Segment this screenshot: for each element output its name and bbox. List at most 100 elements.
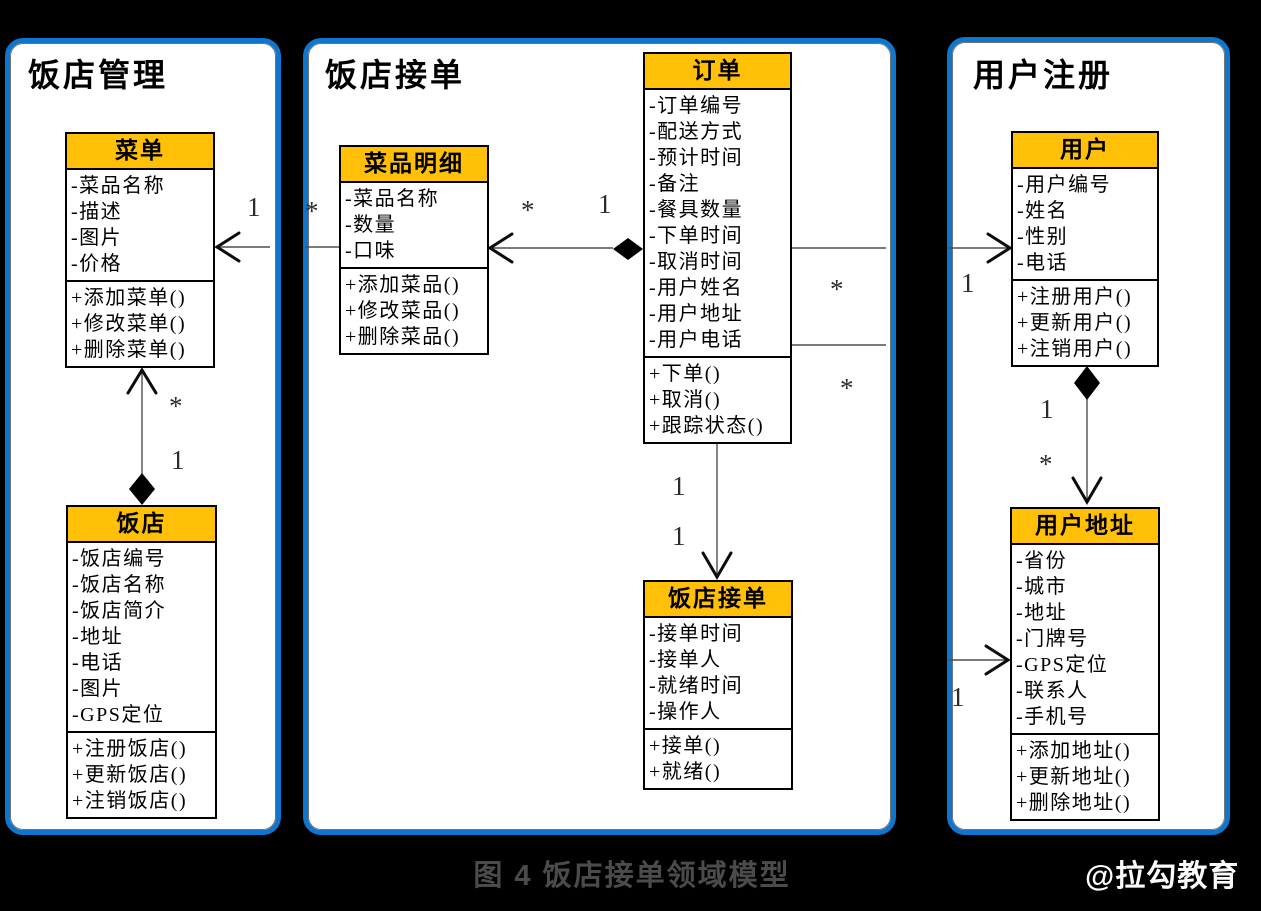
class-restaurant-accept-order: 饭店接单 -接单时间 -接单人 -就绪时间 -操作人 +接单() +就绪() bbox=[643, 580, 793, 790]
attribute: -用户编号 bbox=[1017, 174, 1112, 196]
arrowhead-into-accept-icon bbox=[701, 551, 733, 580]
attribute: -接单人 bbox=[649, 649, 722, 671]
attribute: -地址 bbox=[1016, 602, 1068, 624]
attribute: -菜品名称 bbox=[345, 188, 440, 210]
attribute: -下单时间 bbox=[649, 225, 744, 247]
attribute: -菜品名称 bbox=[71, 175, 166, 197]
attribute: -价格 bbox=[71, 253, 123, 275]
attribute: -用户电话 bbox=[649, 329, 744, 351]
class-user: 用户 -用户编号 -姓名 -性别 -电话 +注册用户() +更新用户() +注销… bbox=[1011, 131, 1159, 367]
attribute: -门牌号 bbox=[1016, 628, 1089, 650]
attribute: -手机号 bbox=[1016, 706, 1089, 728]
attribute: -口味 bbox=[345, 240, 397, 262]
attribute: -饭店编号 bbox=[72, 548, 167, 570]
method: +更新饭店() bbox=[72, 764, 188, 786]
method: +更新用户() bbox=[1017, 312, 1133, 334]
attribute: -姓名 bbox=[1017, 200, 1069, 222]
multiplicity-label: * bbox=[169, 391, 183, 421]
multiplicity-label: 1 bbox=[961, 268, 975, 298]
attribute: -GPS定位 bbox=[1016, 654, 1109, 676]
attribute: -配送方式 bbox=[649, 121, 744, 143]
multiplicity-label: * bbox=[840, 373, 854, 403]
panel-title-user-registration: 用户注册 bbox=[973, 57, 1114, 93]
attribute: -备注 bbox=[649, 173, 701, 195]
multiplicity-label: 1 bbox=[672, 521, 686, 551]
method: +添加地址() bbox=[1016, 740, 1132, 762]
arrowhead-into-menu-icon bbox=[214, 231, 241, 263]
class-user-address: 用户地址 -省份 -城市 -地址 -门牌号 -GPS定位 -联系人 -手机号 +… bbox=[1010, 507, 1160, 821]
attribute: -就绪时间 bbox=[649, 675, 744, 697]
aggregation-diamond-order-icon bbox=[613, 238, 643, 260]
multiplicity-label: * bbox=[521, 195, 535, 225]
assoc-order-useraddress-line bbox=[792, 344, 1007, 661]
class-order-title: 订单 bbox=[645, 54, 790, 90]
attribute: -用户地址 bbox=[649, 303, 744, 325]
class-restaurant-methods: +注册饭店() +更新饭店() +注销饭店() bbox=[68, 731, 215, 817]
attribute: -联系人 bbox=[1016, 680, 1089, 702]
method: +取消() bbox=[649, 389, 722, 411]
class-order-methods: +下单() +取消() +跟踪状态() bbox=[645, 356, 790, 442]
attribute: -电话 bbox=[1017, 252, 1069, 274]
class-menu-attributes: -菜品名称 -描述 -图片 -价格 bbox=[67, 170, 213, 280]
class-user-address-attributes: -省份 -城市 -地址 -门牌号 -GPS定位 -联系人 -手机号 bbox=[1012, 545, 1158, 733]
attribute: -图片 bbox=[71, 227, 123, 249]
multiplicity-label: * bbox=[830, 274, 844, 304]
figure-caption: 图 4 饭店接单领域模型 bbox=[473, 860, 791, 892]
method: +接单() bbox=[649, 735, 722, 757]
attribute: -预计时间 bbox=[649, 147, 744, 169]
arrowhead-into-useraddress-icon bbox=[984, 644, 1011, 676]
class-restaurant-accept-order-attributes: -接单时间 -接单人 -就绪时间 -操作人 bbox=[645, 618, 791, 728]
class-restaurant-title: 饭店 bbox=[68, 507, 215, 543]
class-menu: 菜单 -菜品名称 -描述 -图片 -价格 +添加菜单() +修改菜单() +删除… bbox=[65, 132, 215, 368]
class-menu-methods: +添加菜单() +修改菜单() +删除菜单() bbox=[67, 280, 213, 366]
aggregation-diamond-restaurant-icon bbox=[129, 473, 155, 505]
method: +注册用户() bbox=[1017, 286, 1133, 308]
multiplicity-label: * bbox=[305, 196, 319, 226]
class-user-address-title: 用户地址 bbox=[1012, 509, 1158, 545]
class-dish-detail: 菜品明细 -菜品名称 -数量 -口味 +添加菜品() +修改菜品() +删除菜品… bbox=[339, 145, 489, 355]
attribute: -图片 bbox=[72, 678, 124, 700]
attribute: -餐具数量 bbox=[649, 199, 744, 221]
class-order-attributes: -订单编号 -配送方式 -预计时间 -备注 -餐具数量 -下单时间 -取消时间 … bbox=[645, 90, 790, 356]
multiplicity-label: 1 bbox=[951, 682, 965, 712]
method: +注册饭店() bbox=[72, 738, 188, 760]
class-dish-detail-title: 菜品明细 bbox=[341, 147, 487, 183]
class-user-title: 用户 bbox=[1013, 133, 1157, 169]
class-restaurant: 饭店 -饭店编号 -饭店名称 -饭店简介 -地址 -电话 -图片 -GPS定位 … bbox=[66, 505, 217, 819]
multiplicity-label: 1 bbox=[672, 471, 686, 501]
panel-title-restaurant-order-taking: 饭店接单 bbox=[325, 57, 466, 93]
attribute: -电话 bbox=[72, 652, 124, 674]
arrowhead-into-user-icon bbox=[986, 232, 1013, 264]
attribute: -饭店简介 bbox=[72, 600, 167, 622]
multiplicity-label: 1 bbox=[1040, 394, 1054, 424]
multiplicity-label: 1 bbox=[171, 445, 185, 475]
attribute: -数量 bbox=[345, 214, 397, 236]
arrowhead-into-menu-bottom-icon bbox=[126, 367, 158, 395]
class-user-address-methods: +添加地址() +更新地址() +删除地址() bbox=[1012, 733, 1158, 819]
arrowhead-into-useraddress-top-icon bbox=[1071, 476, 1103, 505]
attribute: -省份 bbox=[1016, 550, 1068, 572]
attribute: -订单编号 bbox=[649, 95, 744, 117]
attribute: -接单时间 bbox=[649, 623, 744, 645]
attribute: -GPS定位 bbox=[72, 704, 165, 726]
method: +添加菜单() bbox=[71, 287, 187, 309]
arrowhead-into-dishdetail-icon bbox=[487, 232, 514, 264]
class-restaurant-attributes: -饭店编号 -饭店名称 -饭店简介 -地址 -电话 -图片 -GPS定位 bbox=[68, 543, 215, 731]
class-dish-detail-methods: +添加菜品() +修改菜品() +删除菜品() bbox=[341, 267, 487, 353]
method: +注销饭店() bbox=[72, 790, 188, 812]
method: +添加菜品() bbox=[345, 274, 461, 296]
attribute: -操作人 bbox=[649, 701, 722, 723]
attribute: -描述 bbox=[71, 201, 123, 223]
multiplicity-label: * bbox=[1039, 449, 1053, 479]
class-restaurant-accept-order-title: 饭店接单 bbox=[645, 582, 791, 618]
method: +删除菜单() bbox=[71, 339, 187, 361]
method: +跟踪状态() bbox=[649, 415, 765, 437]
brand-watermark: @拉勾教育 bbox=[1085, 860, 1240, 893]
attribute: -用户姓名 bbox=[649, 277, 744, 299]
method: +删除菜品() bbox=[345, 326, 461, 348]
class-user-methods: +注册用户() +更新用户() +注销用户() bbox=[1013, 279, 1157, 365]
method: +修改菜品() bbox=[345, 300, 461, 322]
method: +修改菜单() bbox=[71, 313, 187, 335]
